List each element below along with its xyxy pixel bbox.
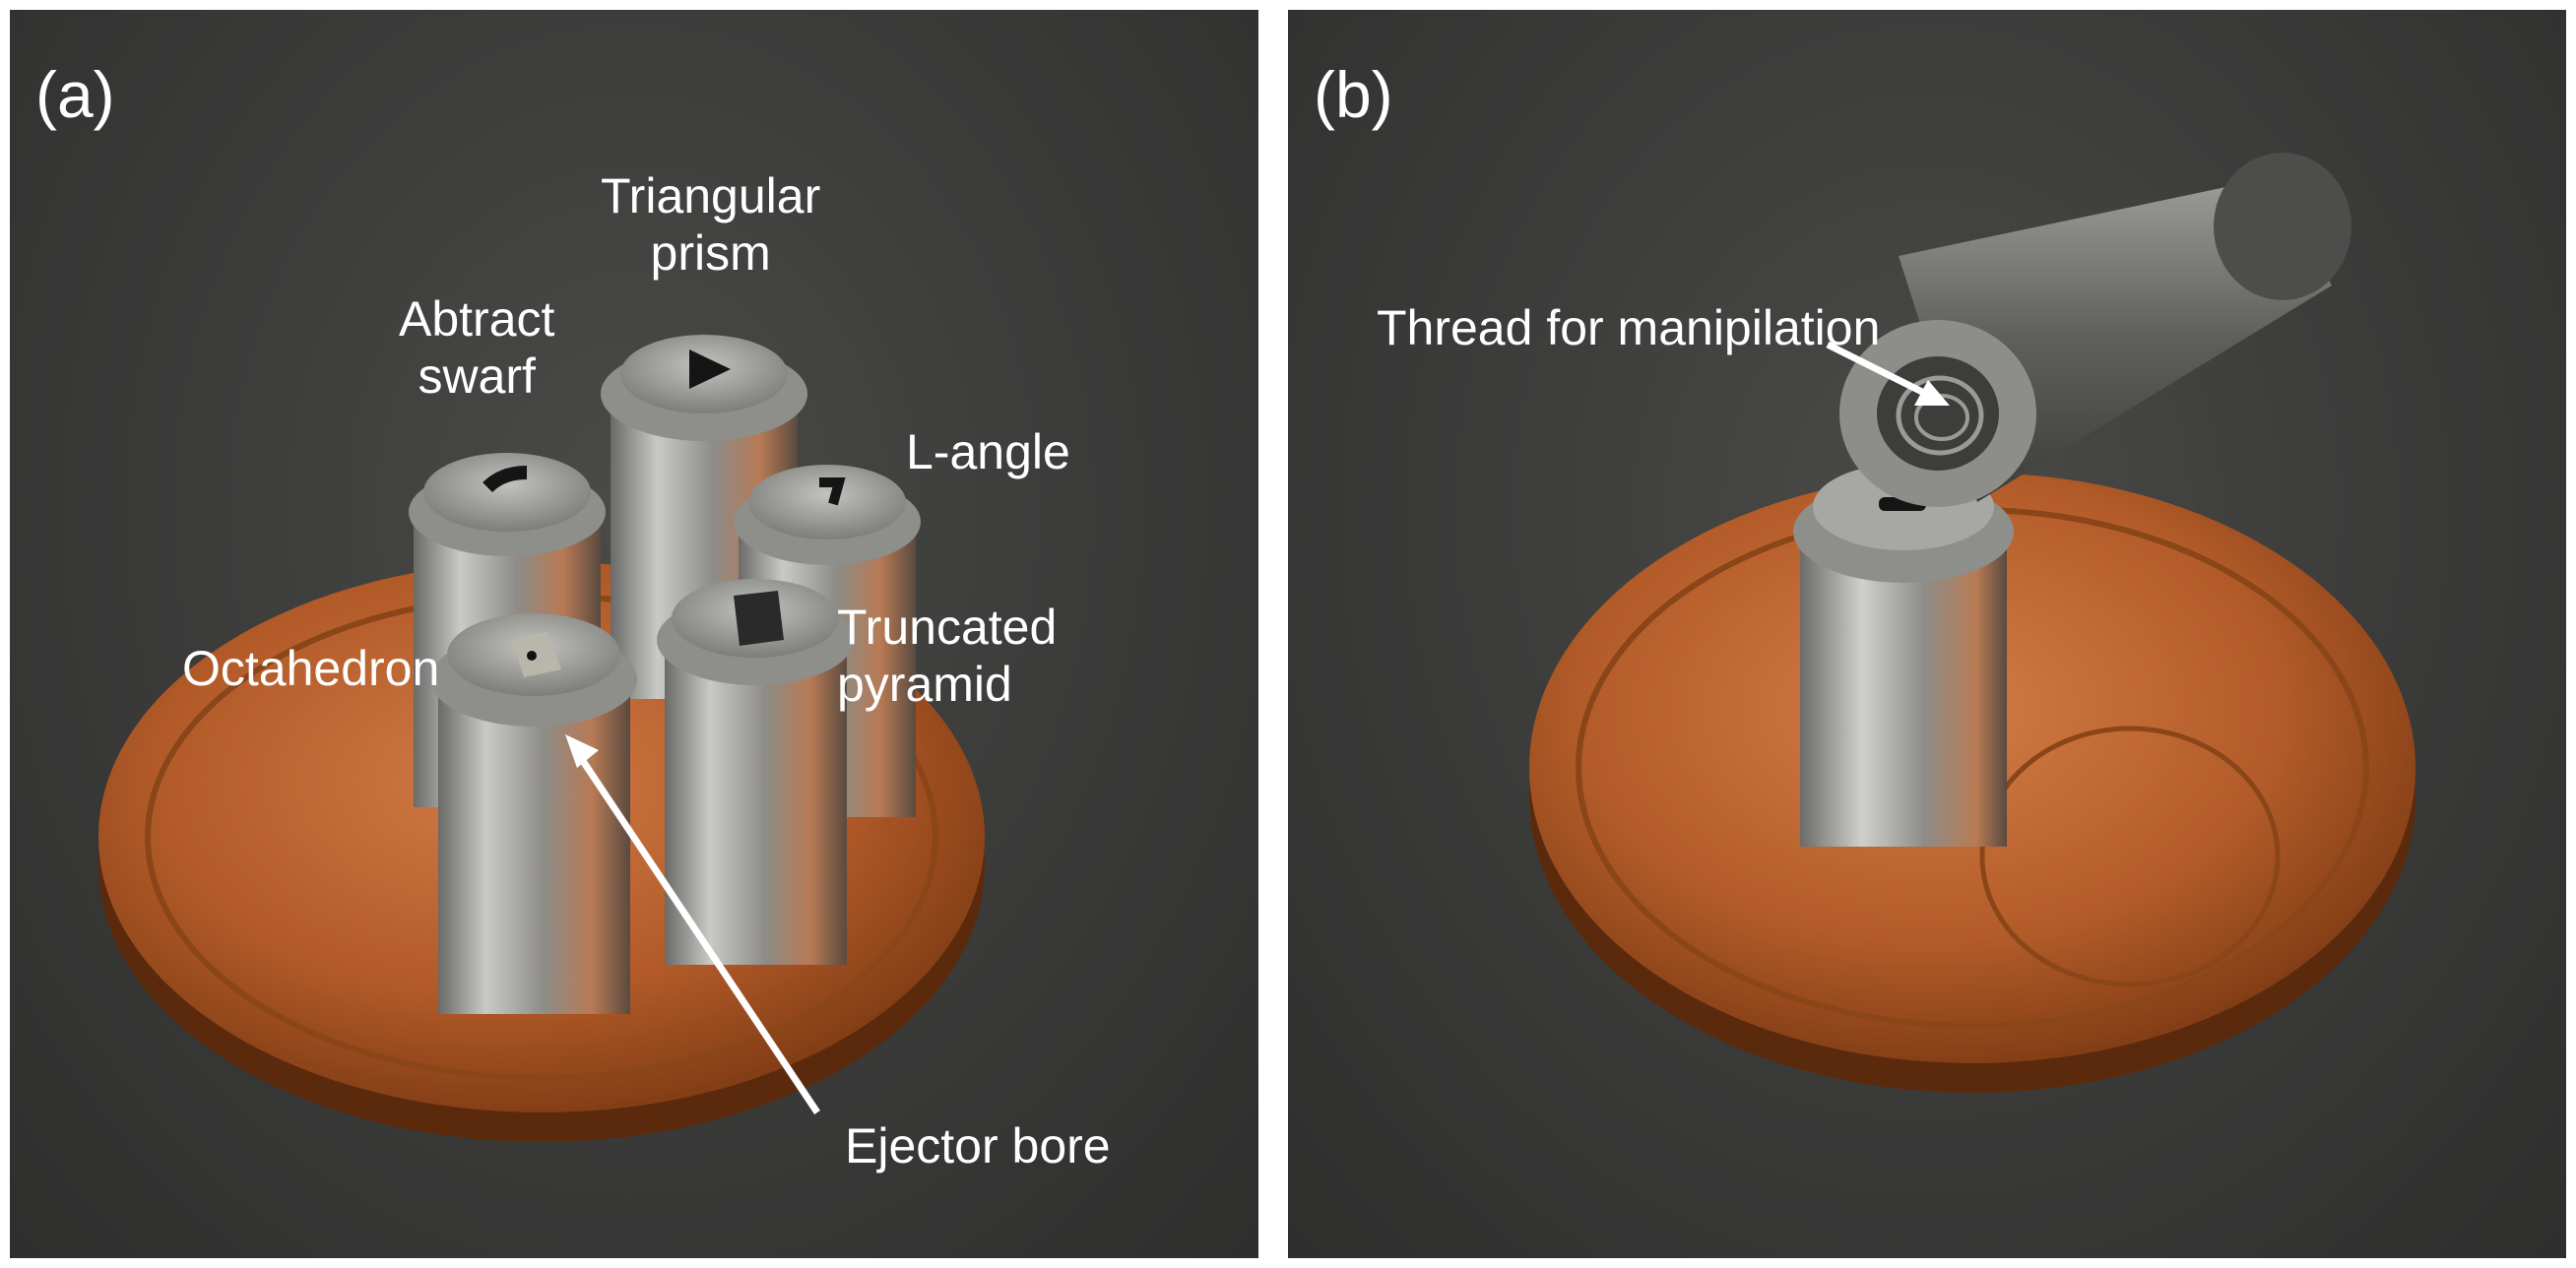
callout-octahedron: Octahedron: [182, 641, 440, 696]
photo-panel-b: [1529, 153, 2415, 1093]
callout-thread: Thread for manipilation: [1377, 300, 1881, 355]
pin-truncated-pyramid: [657, 579, 854, 965]
pin-octahedron: [430, 613, 637, 1014]
panel-b: (b) Thread for manipilation: [1288, 10, 2566, 1258]
photo-panel-a: [98, 335, 985, 1142]
thread-arrow: [1826, 341, 1950, 406]
panel-label-b: (b): [1314, 58, 1393, 131]
callout-l-angle: L-angle: [906, 424, 1070, 479]
callout-abstract-swarf: Abtract swarf: [399, 291, 555, 404]
callout-ejector-bore: Ejector bore: [845, 1118, 1111, 1173]
panel-a: (a) Triangular prism Abtract swarf L-ang…: [10, 10, 1258, 1258]
panel-label-a: (a): [35, 58, 115, 131]
callout-truncated-pyramid: Truncated pyramid: [837, 600, 1058, 712]
callout-triangular-prism: Triangular prism: [601, 168, 821, 281]
ejector-bore-arrow: [565, 734, 820, 1114]
mold-pin: [1793, 464, 2014, 847]
threaded-cylinder: [1839, 153, 2351, 507]
